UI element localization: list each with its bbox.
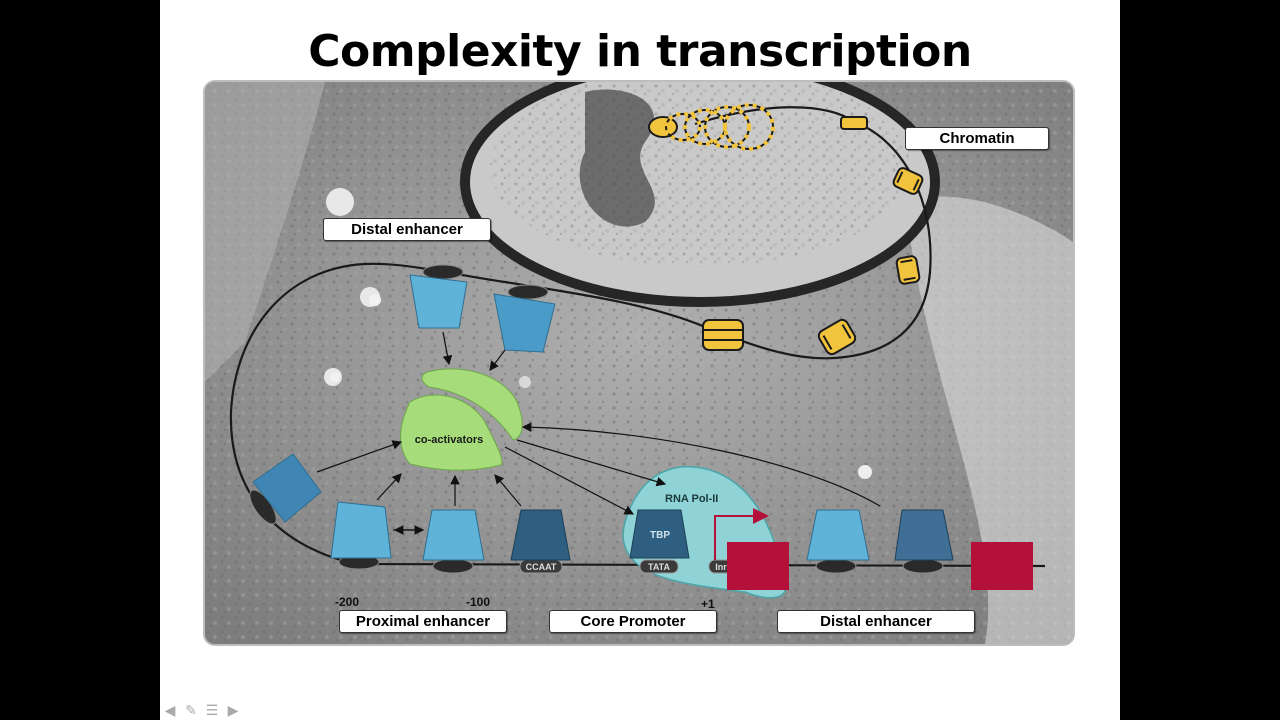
nucleosome xyxy=(703,320,743,350)
menu-icon[interactable]: ☰ xyxy=(204,702,220,718)
binding-site xyxy=(433,559,473,573)
transcription-factor xyxy=(511,510,570,560)
nucleosome xyxy=(841,117,867,129)
vesicle xyxy=(330,372,340,382)
rna-pol-label: RNA Pol-II xyxy=(665,493,718,505)
gene-box xyxy=(727,542,789,590)
transcription-figure: RNA Pol-II CCAAT TATA Inr TBP xyxy=(203,80,1075,646)
slide-navigation: ◀ ✎ ☰ ▶ xyxy=(162,701,241,719)
chromatin-label: Chromatin xyxy=(905,127,1049,150)
transcription-factor xyxy=(423,510,484,560)
svg-text:CCAAT: CCAAT xyxy=(526,562,557,572)
position-plus1: +1 xyxy=(701,597,715,611)
vesicle xyxy=(858,465,872,479)
core-promoter-label: Core Promoter xyxy=(549,610,717,633)
slide: Complexity in transcription xyxy=(160,0,1120,720)
transcription-factor xyxy=(331,502,391,558)
distal-enhancer-top-label: Distal enhancer xyxy=(323,218,491,241)
proximal-enhancer-label: Proximal enhancer xyxy=(339,610,507,633)
vesicle xyxy=(369,294,381,306)
distal-enhancer-bottom-label: Distal enhancer xyxy=(777,610,975,633)
svg-text:Inr: Inr xyxy=(715,562,727,572)
back-arrow-icon[interactable]: ◀ xyxy=(162,702,178,718)
transcription-factor xyxy=(410,275,467,328)
tbp-label: TBP xyxy=(650,530,670,541)
vesicle xyxy=(326,188,354,216)
svg-text:TATA: TATA xyxy=(648,562,670,572)
binding-site xyxy=(903,559,943,573)
transcription-factor xyxy=(807,510,869,560)
diagram-svg: RNA Pol-II CCAAT TATA Inr TBP xyxy=(205,82,1073,644)
binding-site xyxy=(816,559,856,573)
transcription-factor xyxy=(895,510,953,560)
forward-arrow-icon[interactable]: ▶ xyxy=(225,702,241,718)
pen-icon[interactable]: ✎ xyxy=(183,702,199,718)
vesicle xyxy=(519,376,531,388)
nucleosome xyxy=(896,255,920,284)
gene-box xyxy=(971,542,1033,590)
slide-title: Complexity in transcription xyxy=(160,26,1120,77)
position-minus200: -200 xyxy=(335,595,359,609)
ccaat-box: CCAAT xyxy=(520,560,562,573)
coactivators-label: co-activators xyxy=(415,434,483,446)
position-minus100: -100 xyxy=(466,595,490,609)
tata-box: TATA xyxy=(640,560,678,573)
